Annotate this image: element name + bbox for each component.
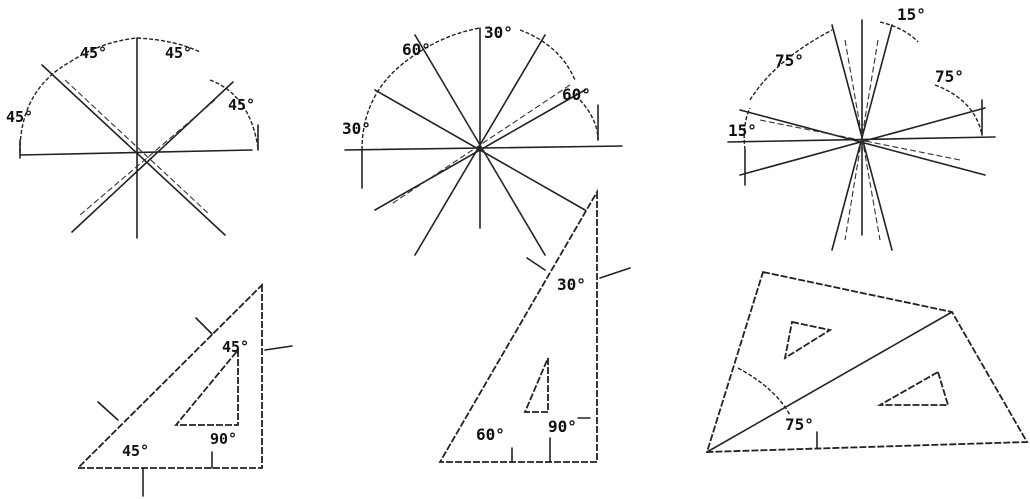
angle-label: 75°	[785, 415, 814, 434]
set-square-30-60-degrees: 30° 60° 90°	[438, 188, 631, 463]
angle-label: 45°	[80, 44, 107, 62]
angle-label: 30°	[484, 23, 513, 42]
angle-label: 45°	[222, 338, 249, 356]
angle-label: 60°	[562, 85, 591, 104]
angle-label: 30°	[342, 119, 371, 138]
angle-label: 75°	[935, 67, 964, 86]
angle-label: 75°	[775, 51, 804, 70]
angle-label: 45°	[122, 442, 149, 460]
angle-label: 30°	[557, 275, 586, 294]
angle-label: 60°	[476, 425, 505, 444]
set-square-45-degrees: 45° 45° 90°	[75, 282, 293, 497]
angle-label: 15°	[728, 121, 757, 140]
angle-label: 45°	[6, 108, 33, 126]
rosette-15-75-degrees: 15° 75° 75° 15°	[727, 5, 996, 251]
angle-label: 60°	[402, 40, 431, 59]
rosette-45-degrees: 45° 45° 45° 45°	[6, 37, 259, 239]
angle-label: 15°	[897, 5, 926, 24]
angle-label: 45°	[165, 44, 192, 62]
rosette-30-60-degrees: 60° 30° 60° 30°	[342, 23, 623, 256]
angle-label: 90°	[548, 417, 577, 436]
angle-label: 45°	[228, 96, 255, 114]
angle-label: 90°	[210, 430, 237, 448]
combined-set-squares: 75°	[705, 270, 1029, 453]
